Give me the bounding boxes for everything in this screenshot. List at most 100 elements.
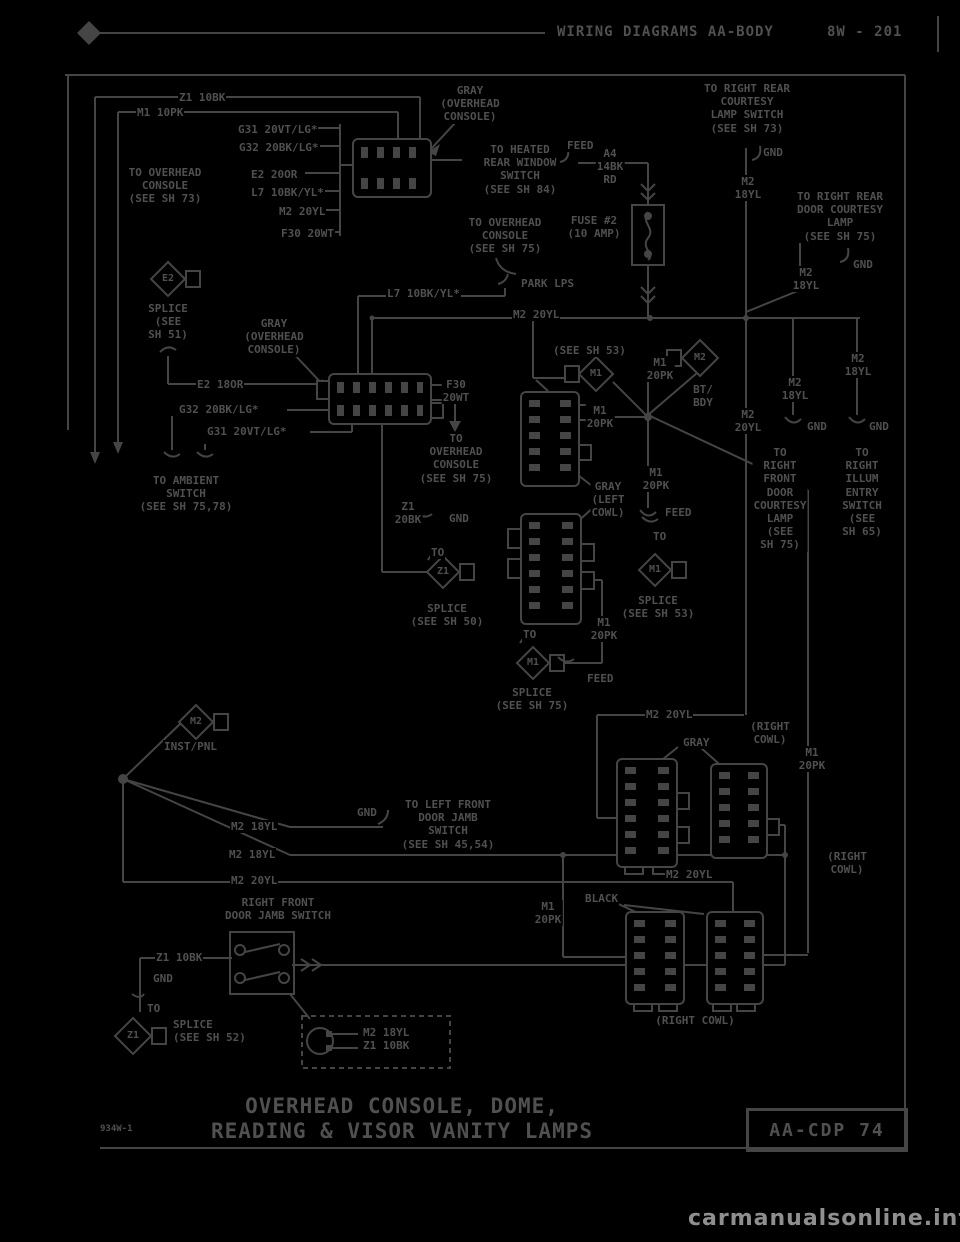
diagram-label: G32 20BK/LG*	[178, 403, 260, 417]
doc-code: 934W-1	[100, 1124, 133, 1134]
diagram-label: M2 18YL	[228, 848, 277, 862]
diagram-label: PARK LPS	[520, 277, 575, 291]
diagram-label: (SEE SH 53)	[552, 344, 627, 358]
diagram-label: Z1 10BK	[178, 91, 227, 105]
diagram-label: Z1 20BK	[393, 500, 423, 527]
diagram-label: M2 20YL	[665, 868, 714, 882]
splice-symbol-z1-b	[113, 1016, 167, 1056]
diagram-label: GND	[806, 420, 828, 434]
diagram-label: M1	[647, 564, 663, 576]
diagram-label: E2	[160, 273, 176, 285]
diagram-label: FEED	[664, 506, 693, 520]
connector-block	[616, 758, 678, 868]
diagram-label: GRAY	[682, 736, 711, 750]
door-jamb-switch-symbol	[229, 931, 295, 995]
diagram-label: Z1 10BK	[155, 951, 204, 965]
diagram-label: Z1	[435, 566, 451, 578]
diagram-label: BT/ BDY	[692, 383, 714, 410]
diagram-label: BLACK	[584, 892, 620, 906]
diagram-label: M2 18YL	[843, 352, 873, 379]
header-diamond-icon	[77, 21, 101, 45]
diagram-label: GND	[448, 512, 470, 526]
connector-block	[328, 373, 432, 425]
fuse-symbol	[631, 204, 665, 266]
lamp-detail-inset	[301, 1015, 451, 1069]
diagram-label: F30 20WT	[441, 378, 471, 405]
connector-block	[625, 911, 685, 1005]
diagram-label: M2 20YL	[278, 205, 327, 219]
diagram-label: Z1	[125, 1030, 141, 1042]
diagram-label: GND	[852, 258, 874, 272]
sheet-code: AA-CDP 74	[769, 1119, 885, 1141]
diagram-label: TO RIGHT ILLUM ENTRY SWITCH (SEE SH 65)	[841, 446, 883, 539]
diagram-label: TO RIGHT REAR DOOR COURTESY LAMP (SEE SH…	[795, 190, 885, 243]
diagram-label: GND	[356, 806, 378, 820]
splice-symbol-m1-b	[637, 552, 687, 588]
diagram-label: GND	[868, 420, 890, 434]
diagram-label: M2 18YL Z1 10BK	[362, 1026, 411, 1053]
diagram-label: (RIGHT COWL)	[654, 1014, 736, 1028]
wires	[94, 96, 860, 1049]
diagram-label: M2 20YL	[512, 308, 561, 322]
diagram-label: TO	[146, 1002, 162, 1016]
diagram-label: E2 20OR	[250, 168, 299, 182]
connector-block	[352, 138, 432, 198]
diagram-label: M2 18YL	[791, 266, 821, 293]
diagram-label: M1 20PK	[585, 404, 615, 431]
splice-symbol-e2	[149, 260, 201, 298]
diagram-label: TO RIGHT FRONT DOOR COURTESY LAMP (SEE S…	[752, 446, 808, 552]
diagram-label: TO OVERHEAD CONSOLE (SEE SH 75)	[467, 216, 543, 256]
diagram-label: FEED	[586, 672, 615, 686]
connector-block	[710, 763, 768, 859]
diagram-label: M2 18YL	[780, 376, 810, 403]
diagram-label: M1 20PK	[641, 466, 671, 493]
diagram-label: M2	[188, 716, 204, 728]
splice-symbol-z1-a	[425, 554, 475, 590]
diagram-label: M1 20PK	[589, 616, 619, 643]
diagram-label: M1 20PK	[533, 900, 563, 927]
diagram-label: GRAY (LEFT COWL)	[590, 480, 626, 520]
diagram-label: SPLICE (SEE SH 51)	[147, 302, 189, 342]
diagram-label: GRAY (OVERHEAD CONSOLE)	[243, 317, 305, 357]
diagram-label: TO RIGHT REAR COURTESY LAMP SWITCH (SEE …	[702, 82, 792, 135]
diagram-label: E2 18OR	[196, 378, 245, 392]
diagram-label: M2	[692, 352, 708, 364]
diagram-label: GND	[152, 972, 174, 986]
splice-symbol-m2-b	[177, 703, 229, 741]
diagram-label: TO HEATED REAR WINDOW SWITCH (SEE SH 84)	[482, 143, 558, 196]
connector-block	[706, 911, 764, 1005]
diagram-label: SPLICE (SEE SH 53)	[620, 594, 696, 621]
diagram-label: M2 20YL	[733, 408, 763, 435]
diagram-title-line2: READING & VISOR VANITY LAMPS	[210, 1119, 594, 1143]
diagram-label: (RIGHT COWL)	[826, 850, 868, 877]
diagram-label: GND	[762, 146, 784, 160]
diagram-label: TO OVERHEAD CONSOLE (SEE SH 73)	[127, 166, 203, 206]
diagram-label: (RIGHT COWL)	[749, 720, 791, 747]
diagram-label: M1	[525, 657, 541, 669]
diagram-label: A4 14BK RD	[595, 147, 625, 187]
bulb-icon	[306, 1027, 334, 1055]
diagram-label: SPLICE (SEE SH 50)	[409, 602, 485, 629]
diagram-label: G31 20VT/LG*	[206, 425, 288, 439]
diagram-label: FUSE #2 (10 AMP)	[566, 214, 622, 241]
diagram-label: FEED	[566, 139, 595, 153]
diagram-label: TO	[652, 530, 668, 544]
diagram-label: M2 20YL	[230, 874, 279, 888]
diagram-label: TO	[522, 628, 538, 642]
diagram-label: TO AMBIENT SWITCH (SEE SH 75,78)	[138, 474, 234, 514]
diagram-label: M1	[588, 368, 604, 380]
watermark-link[interactable]: carmanualsonline.info	[688, 1206, 960, 1231]
diagram-label: F30 20WT	[280, 227, 335, 241]
diagram-label: M2 18YL	[230, 820, 279, 834]
diagram-title-line1: OVERHEAD CONSOLE, DOME,	[245, 1094, 559, 1118]
sheet-code-box: AA-CDP 74	[746, 1108, 908, 1152]
splice-symbol-m1-c	[515, 645, 565, 681]
diagram-label: M1 20PK	[645, 356, 675, 383]
page-code: 8W - 201	[827, 24, 903, 40]
diagram-label: L7 10BK/YL*	[386, 287, 461, 301]
diagram-label: M2 18YL	[733, 175, 763, 202]
diagram-label: TO OVERHEAD CONSOLE (SEE SH 75)	[418, 432, 494, 485]
diagram-label: G32 20BK/LG*	[238, 141, 320, 155]
diagram-label: L7 10BK/YL*	[250, 186, 325, 200]
connector-block	[520, 391, 580, 487]
